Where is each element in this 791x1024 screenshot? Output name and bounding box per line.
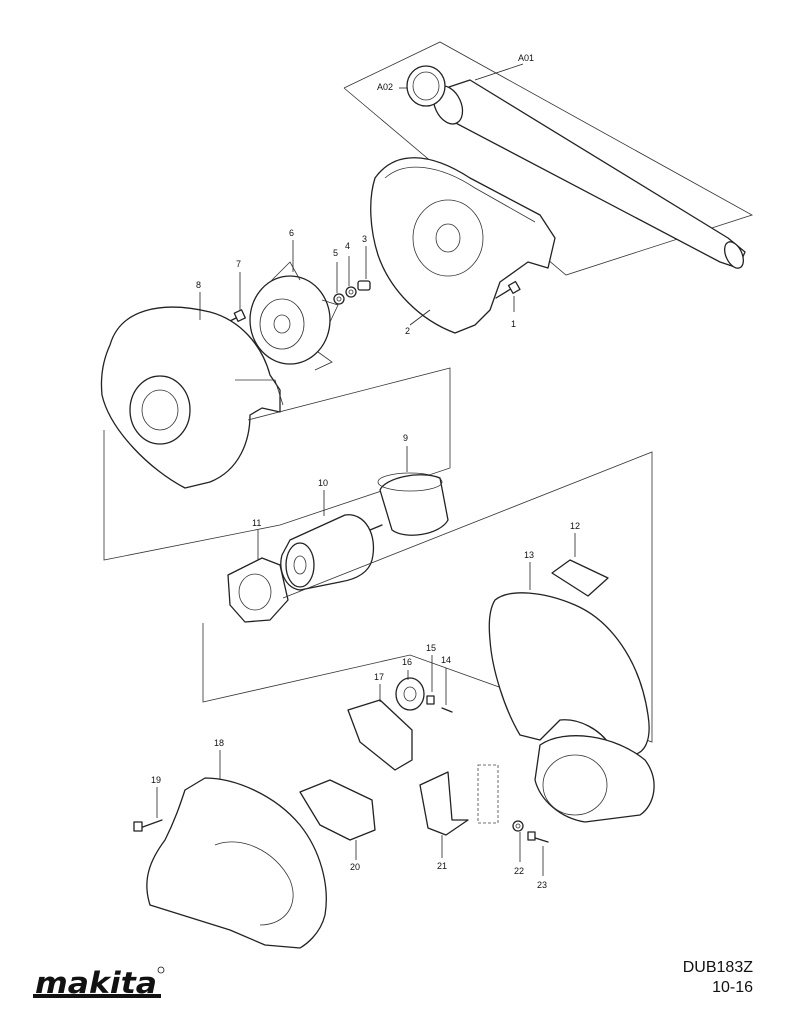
callout-15: 15	[426, 643, 436, 653]
makita-logo: makita	[33, 964, 165, 1005]
main-housing-part	[488, 562, 655, 823]
motor-bracket-part	[227, 530, 289, 623]
callout-12: 12	[570, 521, 580, 531]
fastener-parts-3-5	[333, 246, 371, 305]
callout-19: 19	[151, 775, 161, 785]
callout-7: 7	[236, 259, 241, 269]
callout-labels: A01 A02 1 2 3 4 5 6 7 8 9 10 11 12 13 14…	[151, 53, 580, 890]
callout-3: 3	[362, 234, 367, 244]
callout-10: 10	[318, 478, 328, 488]
callout-11: 11	[252, 518, 261, 528]
callout-18: 18	[214, 738, 224, 748]
callout-13: 13	[524, 550, 534, 560]
callout-4: 4	[345, 241, 350, 251]
screw-part-19	[133, 787, 163, 832]
callout-21: 21	[437, 861, 447, 871]
motor-part	[280, 490, 383, 591]
model-number: DUB183Z	[682, 959, 753, 976]
bracket-plate-part	[419, 764, 499, 858]
nozzle-assembly	[343, 41, 754, 276]
switch-knob-part	[395, 670, 425, 711]
makita-logo-mark: makita	[33, 966, 165, 1000]
screw-part-1	[495, 280, 521, 312]
callout-1: 1	[511, 319, 516, 329]
switch-part	[347, 684, 413, 771]
callout-20: 20	[350, 862, 360, 872]
brand-wordmark: makita	[35, 966, 157, 1000]
fan-part	[249, 240, 339, 371]
callout-16: 16	[402, 657, 412, 667]
label-part	[551, 533, 609, 597]
callout-5: 5	[333, 248, 338, 258]
lower-housing-part	[146, 750, 327, 949]
callout-6: 6	[289, 228, 294, 238]
fastener-parts-22-23	[512, 820, 549, 876]
callout-2: 2	[405, 326, 410, 336]
group-bracket-upper	[103, 367, 451, 561]
fan-housing-part	[100, 292, 284, 489]
model-block: DUB183Z 10-16	[683, 958, 753, 998]
callout-14: 14	[441, 655, 451, 665]
callout-a02: A02	[377, 82, 393, 92]
callout-a01: A01	[518, 53, 534, 63]
page-number: 10-16	[712, 979, 753, 996]
fan-cover-part	[370, 157, 556, 334]
callout-22: 22	[514, 866, 524, 876]
callout-17: 17	[374, 672, 384, 682]
terminal-part	[299, 779, 376, 860]
callout-23: 23	[537, 880, 547, 890]
ring-part	[377, 446, 449, 536]
callout-9: 9	[403, 433, 408, 443]
callout-8: 8	[196, 280, 201, 290]
small-fastener-parts-14-15	[426, 655, 453, 713]
